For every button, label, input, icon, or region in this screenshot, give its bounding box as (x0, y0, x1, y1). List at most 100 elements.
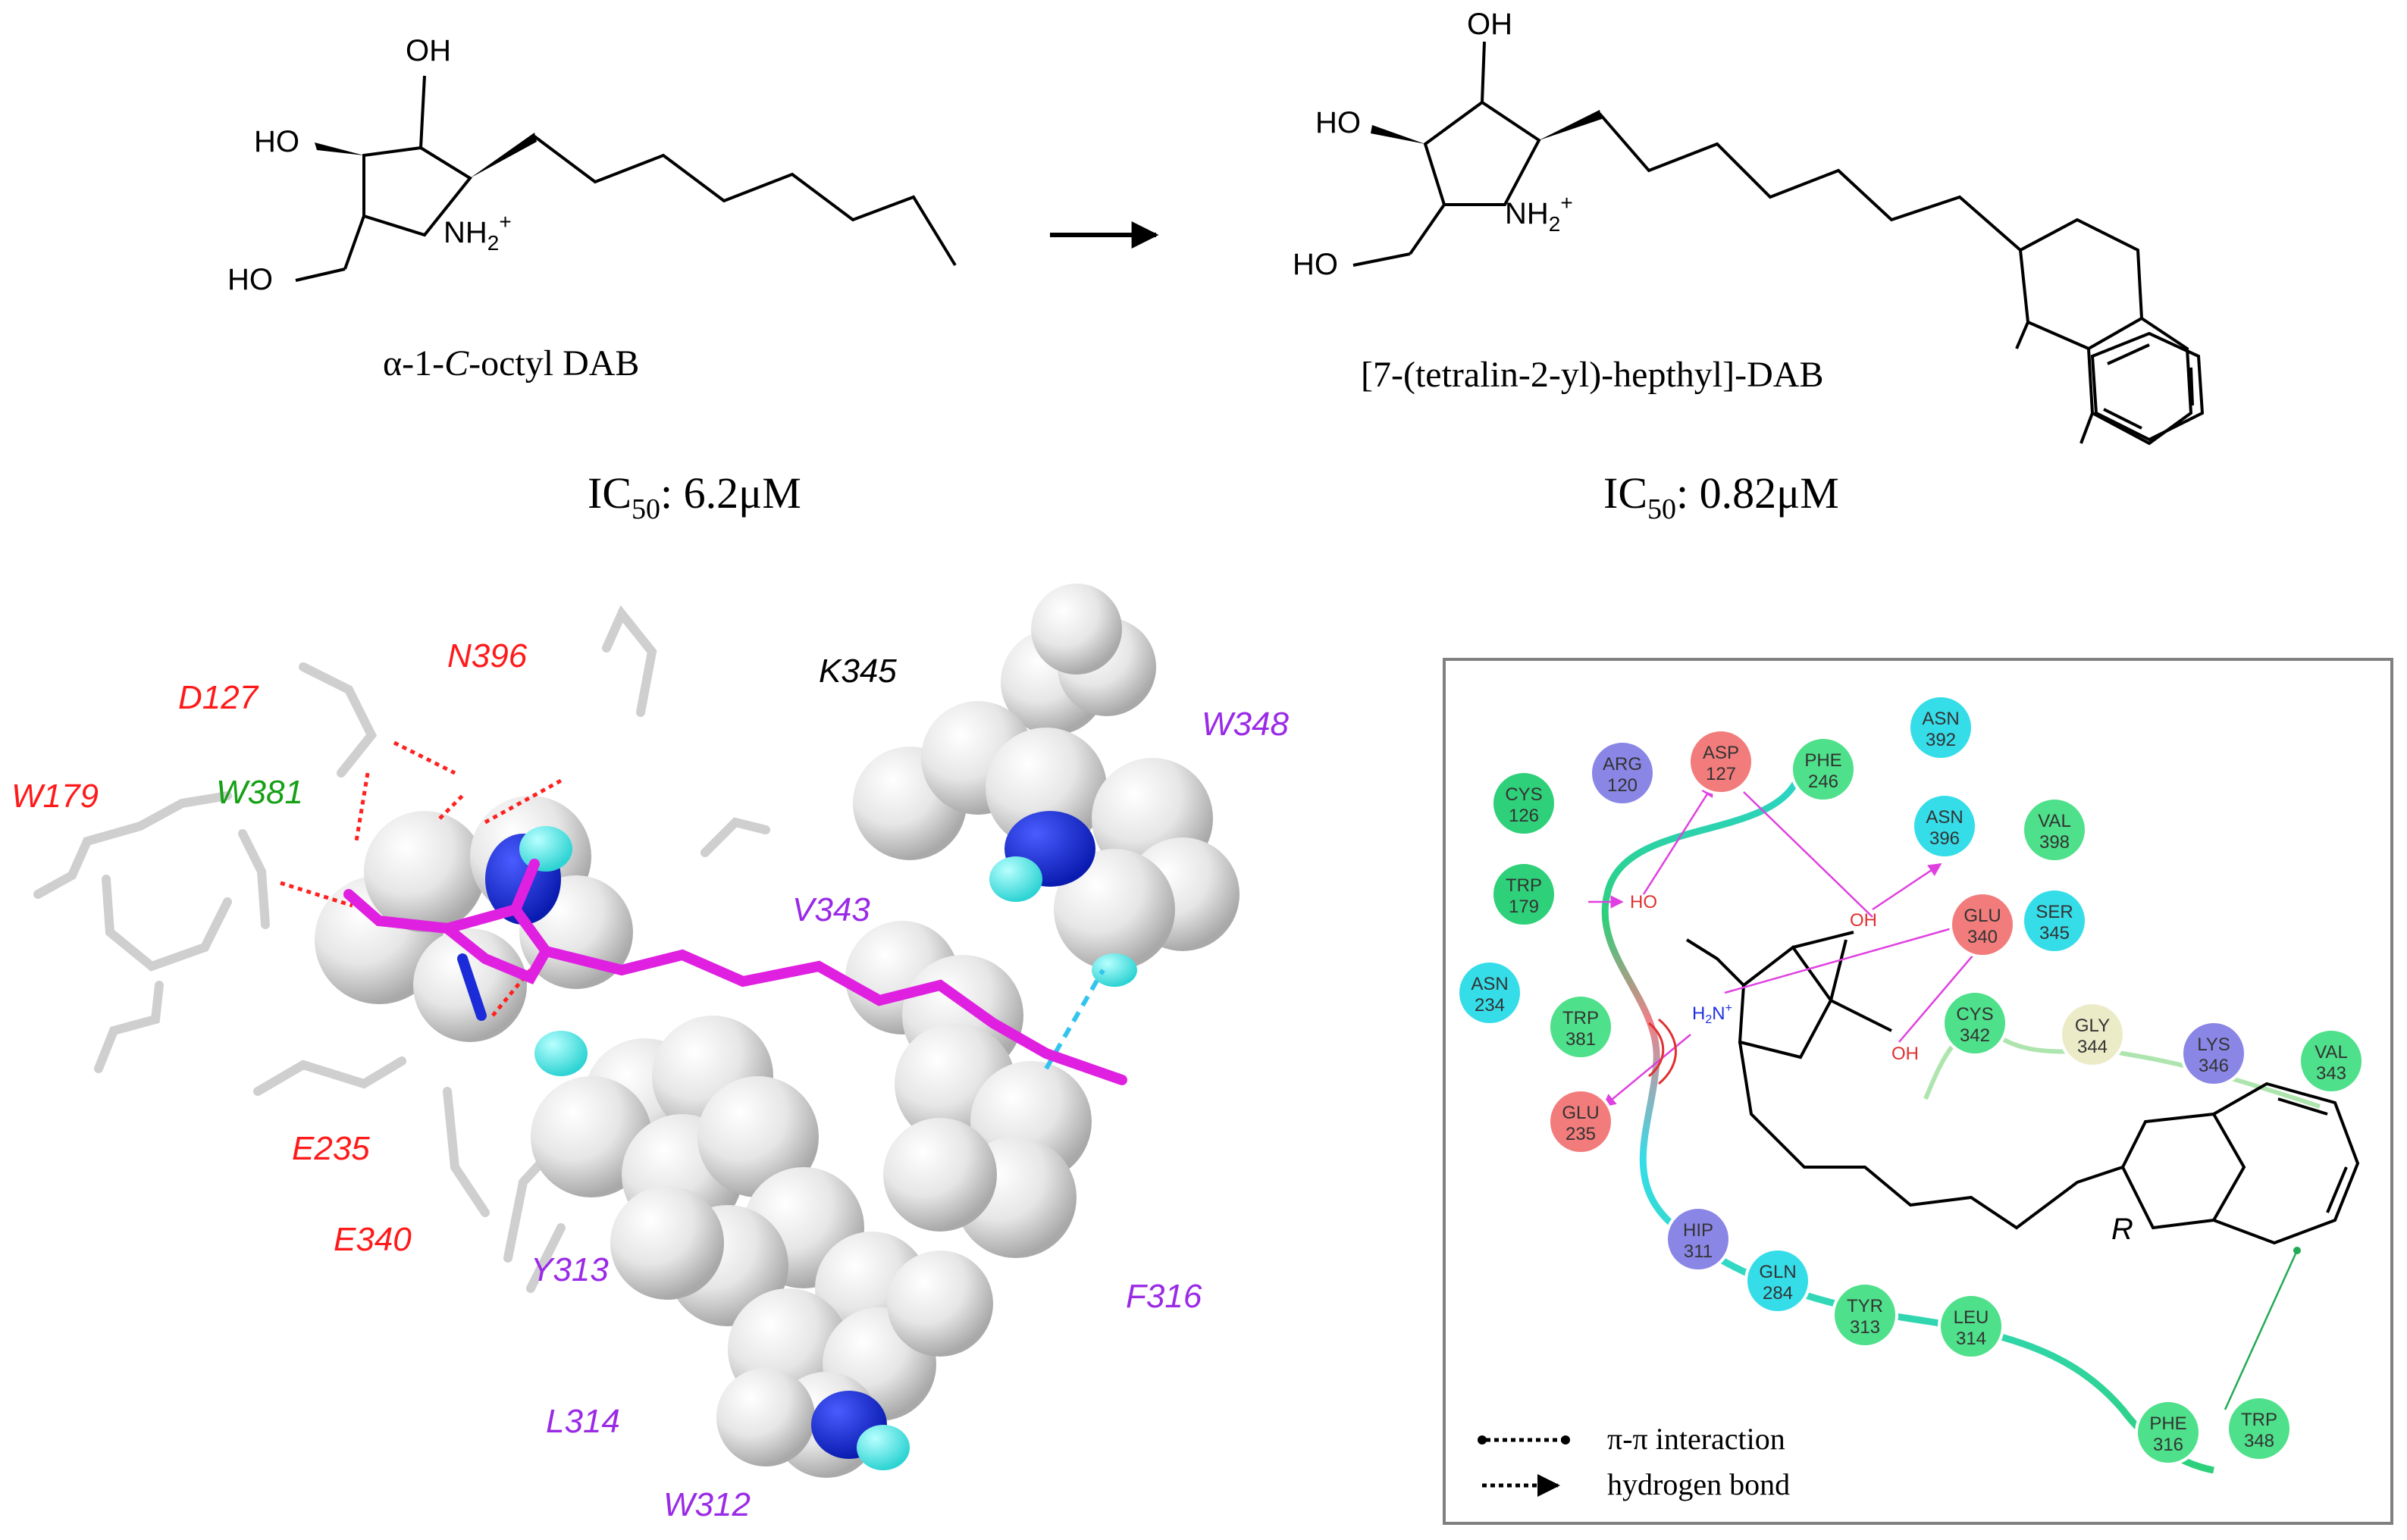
lig-stereo-r: R (2111, 1213, 2133, 1246)
label-f316: F316 (1126, 1278, 1202, 1315)
residue-number: 381 (1565, 1029, 1596, 1050)
residue-number: 120 (1607, 775, 1638, 796)
mol1-ho-left: HO (254, 125, 299, 158)
binding-pose-3d (33, 584, 1240, 1478)
residue-circle (2021, 797, 2088, 863)
residue-circle (2021, 887, 2088, 954)
pi-pi-line (2224, 1250, 2299, 1410)
residue-number: 284 (1763, 1283, 1793, 1304)
residue-number: 398 (2039, 832, 2070, 853)
residue-name: HIP (1683, 1220, 1713, 1241)
residue-number: 392 (1926, 730, 1956, 750)
residue-number: 348 (2244, 1431, 2274, 1451)
residue-circle (2298, 1028, 2365, 1094)
residue-name: ASN (1922, 709, 1959, 729)
ligand-sticks (343, 859, 1127, 1085)
residue-circle (1938, 1293, 2004, 1360)
legend: π-π interaction hydrogen bond (1478, 1422, 1790, 1501)
residue-sticks (33, 605, 770, 1293)
residue-name: TRP (2241, 1410, 2277, 1430)
residue-circle (2226, 1395, 2293, 1462)
lig-ho: HO (1630, 892, 1657, 912)
lig-oh-lower: OH (1891, 1044, 1919, 1064)
residue-circle (1490, 770, 1557, 837)
residue-circle (2135, 1399, 2202, 1466)
molecule-1-structure (295, 75, 1159, 282)
mol1-name: α-1-C-octyl DAB (383, 343, 639, 383)
residue-name: TRP (1562, 1008, 1599, 1028)
salt-bridge-arc-2 (1658, 1018, 1677, 1085)
residue-number: 246 (1808, 772, 1838, 792)
mol2-ho-bottom: HO (1293, 248, 1338, 281)
mol2-oh-top: OH (1467, 8, 1512, 41)
ligand-2d (1685, 931, 2360, 1245)
label-e340: E340 (334, 1221, 412, 1258)
legend-pi-pi-label: π-π interaction (1607, 1422, 1785, 1456)
lig-oh-upper: OH (1850, 910, 1877, 931)
label-w312: W312 (663, 1486, 751, 1523)
residue-name: LYS (2197, 1034, 2230, 1055)
residue-name: GLU (1562, 1103, 1599, 1123)
interaction-map-border (1443, 658, 2393, 1525)
molecule-2-atom-labels: OH HO NH2+ HO (1293, 8, 1573, 281)
residue-number: 345 (2039, 923, 2070, 944)
residue-name: ASN (1471, 974, 1508, 994)
residue-circle (1949, 891, 2016, 958)
residue-circle (1832, 1282, 1898, 1348)
residue-name: ARG (1603, 754, 1642, 775)
residue-name: GLU (1964, 906, 2001, 926)
residue-number: 235 (1565, 1124, 1596, 1144)
residue-circle (1688, 728, 1754, 795)
molecule-1-atom-labels: OH HO NH2+ HO (227, 34, 512, 296)
label-y313: Y313 (531, 1251, 609, 1288)
mol2-nh2: NH2+ (1505, 191, 1573, 236)
residue-name: PHE (1804, 750, 1841, 771)
residue-circle (1589, 740, 1656, 806)
residue-circle (1456, 959, 1523, 1026)
residue-number: 316 (2153, 1435, 2183, 1455)
residue-circle (1911, 793, 1978, 859)
label-e235: E235 (292, 1130, 370, 1167)
ligand-nitrogen (457, 953, 487, 1021)
residue-spheres (315, 584, 1240, 1478)
residue-circle (1744, 1247, 1811, 1314)
residue-number: 344 (2077, 1037, 2108, 1057)
residue-circle (2180, 1020, 2247, 1087)
residue-name: ASN (1926, 807, 1963, 828)
residue-name: CYS (1505, 784, 1542, 805)
residue-number: 313 (1850, 1317, 1880, 1338)
residue-name: VAL (2315, 1042, 2348, 1063)
salt-bridge-arc (1648, 1022, 1665, 1078)
interaction-arrows (1588, 783, 1988, 1108)
mol1-ho-bottom: HO (227, 263, 273, 296)
legend-pi-dot-right (1561, 1435, 1570, 1445)
residue-number: 342 (1960, 1025, 1990, 1046)
pi-pi-dot (2293, 1247, 2301, 1254)
residue-circle (1942, 990, 2008, 1056)
label-l314: L314 (546, 1403, 620, 1440)
residue-name: PHE (2149, 1413, 2186, 1434)
pocket-ribbon (1601, 778, 2214, 1474)
residue-number: 126 (1509, 806, 1539, 826)
label-w179: W179 (11, 778, 99, 815)
label-w348: W348 (1202, 706, 1289, 743)
